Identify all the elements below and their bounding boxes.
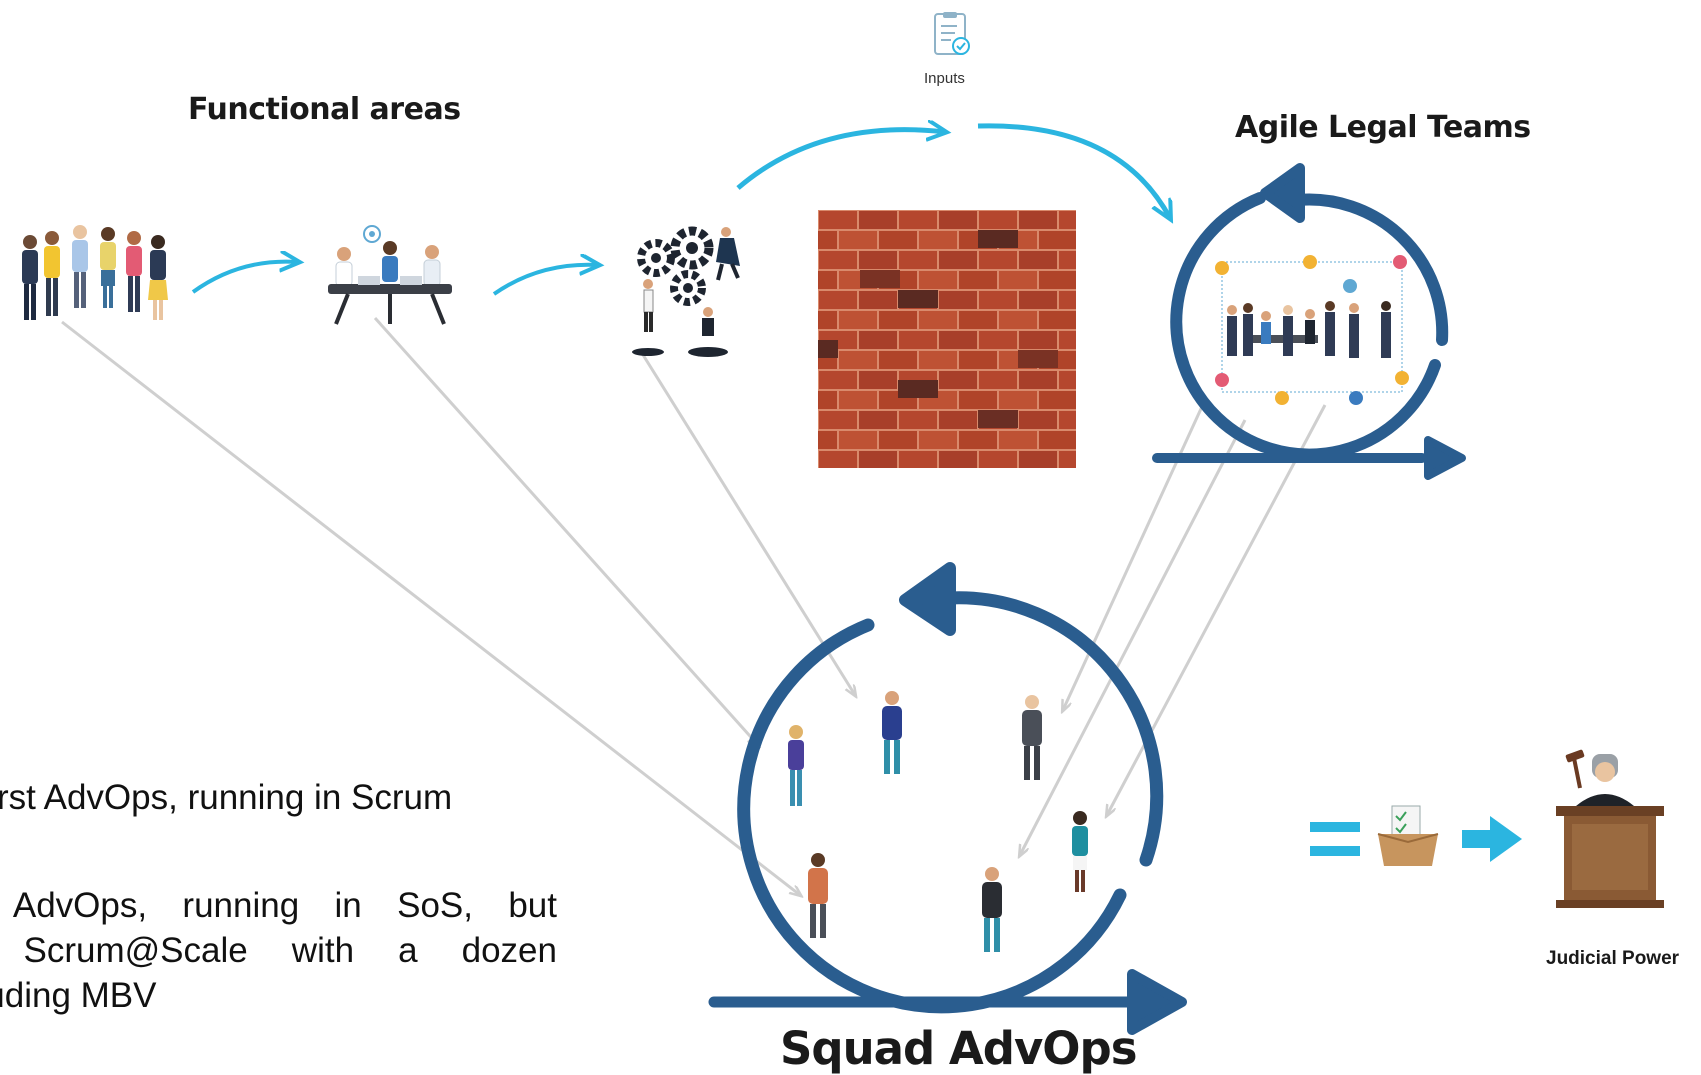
agile-legal-teams-title: Agile Legal Teams xyxy=(1235,110,1531,145)
squad-member xyxy=(1072,811,1088,892)
squad-advops-title: Squad AdvOps xyxy=(780,1022,1138,1075)
connector-meeting-to-squad xyxy=(373,316,758,745)
agile-cycle-ring xyxy=(1170,192,1441,461)
connector-people-to-squad xyxy=(61,320,800,895)
squad-member xyxy=(788,725,804,806)
flow-arrow-1 xyxy=(191,262,298,294)
equals-icon xyxy=(1310,822,1360,856)
inputs-label: Inputs xyxy=(924,70,965,87)
squad-member xyxy=(1022,695,1042,780)
squad-cycle-ring xyxy=(737,618,1127,1014)
squad-cycle-arrowhead xyxy=(899,562,956,636)
brick-wall-icon xyxy=(818,210,1076,468)
connector-agile-to-squad-2 xyxy=(1020,419,1247,855)
connector-agile-to-squad-3 xyxy=(1107,404,1327,815)
squad-member xyxy=(808,853,828,938)
side-text-para-line: g Scrum@Scale with a dozen xyxy=(0,931,557,970)
squad-member xyxy=(882,691,902,774)
flow-arrow-to-inputs xyxy=(736,130,945,190)
meeting-table-icon xyxy=(328,225,452,325)
flow-arrows xyxy=(191,123,1170,296)
squad-cycle xyxy=(708,562,1187,1035)
people-group-icon xyxy=(22,225,168,320)
side-text-para-line: cluding MBV xyxy=(0,976,157,1015)
connector-gears-to-squad xyxy=(638,349,855,695)
squad-cycle-ring-top xyxy=(941,591,1164,867)
judge-podium-icon xyxy=(1556,749,1664,908)
judicial-power-label: Judicial Power xyxy=(1546,948,1680,969)
flow-arrow-to-agile xyxy=(977,123,1170,218)
flow-arrow-2 xyxy=(492,265,598,296)
box-checklist-icon xyxy=(1377,805,1439,866)
agile-team-people xyxy=(1215,255,1409,405)
side-text-line-1: : first AdvOps, running in Scrum xyxy=(0,778,453,817)
squad-member xyxy=(982,867,1002,952)
clipboard-checklist-icon xyxy=(934,12,970,55)
right-arrow-icon xyxy=(1462,816,1522,862)
side-text-paragraph: h AdvOps, running in SoS, but g Scrum@Sc… xyxy=(0,883,557,1018)
side-text-para-line: h AdvOps, running in SoS, but xyxy=(0,886,557,925)
agile-cycle-arrowhead xyxy=(1260,163,1305,223)
functional-areas-title: Functional areas xyxy=(188,92,461,127)
squad-base-arrowhead xyxy=(1127,969,1187,1035)
connector-arrows xyxy=(61,316,1327,895)
connector-agile-to-squad-1 xyxy=(1063,399,1207,710)
agile-team-icon xyxy=(1152,163,1466,480)
agile-cycle-ring-top xyxy=(1292,193,1449,346)
gears-team-icon xyxy=(632,226,740,357)
squad-members xyxy=(788,691,1088,952)
agile-base-arrowhead xyxy=(1424,436,1466,480)
